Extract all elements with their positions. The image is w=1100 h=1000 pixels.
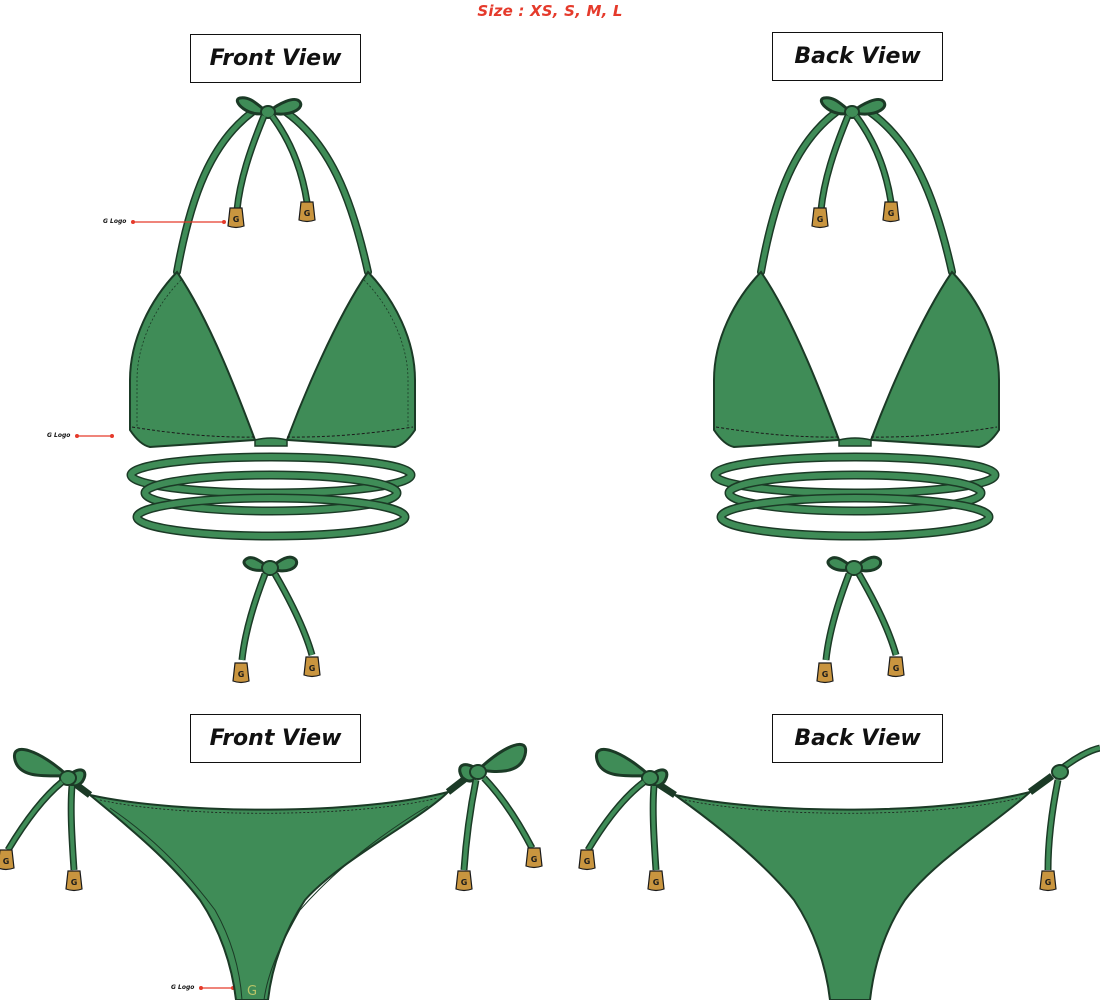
- logo-tip-icon: [455, 870, 473, 892]
- logo-tip-icon: [525, 847, 543, 869]
- logo-tip-icon: [1039, 870, 1057, 892]
- logo-tip-icon: [298, 201, 316, 223]
- logo-tip-icon: [882, 201, 900, 223]
- callout-label-band: G Logo: [47, 432, 71, 439]
- logo-tip-icon: [0, 849, 15, 871]
- size-label: Size : XS, S, M, L: [477, 2, 623, 20]
- logo-tip-icon: [647, 870, 665, 892]
- top-back-view-label: Back View: [772, 32, 943, 81]
- logo-tip-icon: [887, 656, 905, 678]
- logo-tip-icon: [227, 207, 245, 229]
- logo-tip-icon: [232, 662, 250, 684]
- svg-text:G: G: [247, 984, 257, 999]
- top-back-garment: [710, 96, 1000, 684]
- logo-tip-icon: [65, 870, 83, 892]
- callout-strap-tip: [131, 220, 226, 224]
- callout-bottom: [199, 986, 235, 990]
- bottom-back-garment: [578, 744, 1100, 1000]
- top-front-view-label: Front View: [190, 34, 361, 83]
- logo-tip-icon: [578, 849, 596, 871]
- callout-label-bottom: G Logo: [171, 984, 195, 991]
- bottom-front-garment: G: [0, 742, 543, 1000]
- logo-tip-icon: [303, 656, 321, 678]
- bottom-front-view-label: Front View: [190, 714, 361, 763]
- callout-label-strap-tip: G Logo: [103, 218, 127, 225]
- logo-tip-icon: [816, 662, 834, 684]
- logo-tip-icon: [811, 207, 829, 229]
- callout-band: [75, 434, 114, 438]
- top-front-garment: [126, 96, 416, 684]
- bottom-back-view-label: Back View: [772, 714, 943, 763]
